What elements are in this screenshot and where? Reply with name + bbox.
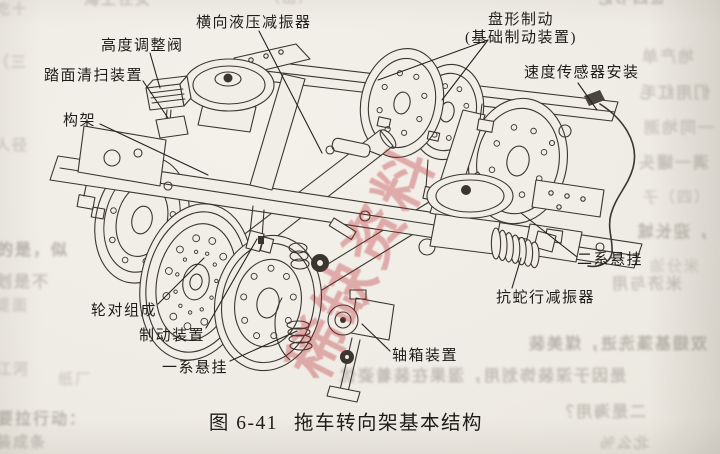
bleed-text: 吃十: [0, 3, 28, 18]
primary-spring: [287, 321, 312, 350]
leader-wheelset-assembly: [158, 258, 204, 304]
leader-lateral-hydraulic-damper: [259, 31, 322, 153]
leader-tread-cleaning-device: [143, 81, 168, 118]
leader-frame: [100, 124, 208, 175]
leader-disc-brake: [442, 40, 488, 100]
label-brake-device: 制动装置: [139, 328, 206, 344]
label-primary-suspension: 一系悬挂: [162, 360, 229, 376]
bleed-text: （三: [0, 55, 29, 71]
figure-title: 拖车转向架基本结构: [294, 413, 484, 434]
axle-box-assembly: [327, 290, 394, 402]
leader-primary-suspension: [230, 331, 297, 361]
leader-axle-box-device: [362, 324, 390, 351]
leader-speed-sensor-mount: [578, 83, 597, 110]
bleed-text: 海上任女: [84, 0, 153, 8]
bleed-text: 的是，似: [0, 242, 70, 259]
label-height-adjust-valve: 高度调整阀: [101, 38, 184, 54]
leader-height-adjust-valve: [150, 53, 160, 88]
bleed-text: （山）: [266, 0, 314, 7]
lateral-damper: [326, 137, 383, 239]
wheel-front-right: [204, 227, 332, 379]
left-bracket-cluster: [77, 186, 105, 219]
bleed-text: 划是不: [0, 274, 51, 291]
bleed-text: 江河: [0, 362, 31, 378]
label-speed-sensor-mount: 速度传感器安装: [524, 65, 640, 81]
label-frame: 构架: [63, 113, 97, 129]
leader-lines: [100, 31, 597, 361]
label-anti-hunting-damper: 抗蛇行减振器: [496, 290, 596, 306]
leader-disc-brake: [378, 40, 488, 80]
height-valve-device: [146, 76, 191, 110]
air-spring-left: [184, 59, 274, 132]
label-wheelset-assembly: 轮对组成: [91, 303, 158, 319]
tread-cleaner-device: [156, 110, 188, 138]
bleed-text: 纸厂: [58, 372, 93, 388]
label-tread-cleaning-device: 踏面清扫装置: [44, 68, 144, 84]
rear-right-details: [377, 117, 604, 217]
air-spring-right: [427, 174, 513, 254]
anti-hunting-bellows: [491, 228, 539, 268]
leader-secondary-suspension: [521, 213, 577, 257]
brake-calipers: [246, 104, 494, 360]
label-axle-box-device: 轴箱装置: [392, 348, 459, 364]
leader-anti-hunting-damper: [512, 258, 521, 288]
figure-number: 图 6-41: [208, 413, 279, 434]
speed-sensor: [584, 90, 635, 266]
figure-caption: 图 6-41 拖车转向架基本结构: [209, 406, 483, 435]
label-lateral-hydraulic-damper: 横向液压减振器: [196, 15, 312, 31]
axle-end-cap: [377, 127, 398, 150]
label-secondary-suspension: 二系悬挂: [577, 252, 644, 268]
bleed-text: 人径: [0, 138, 30, 154]
label-disc-brake: 盘形制动(基础制动装置): [465, 12, 577, 46]
leader-brake-device: [206, 239, 257, 328]
bleed-text: 装成条: [0, 435, 48, 451]
bleed-text: 堤面: [0, 298, 30, 314]
bleed-text: 要拉行动：: [0, 411, 88, 428]
